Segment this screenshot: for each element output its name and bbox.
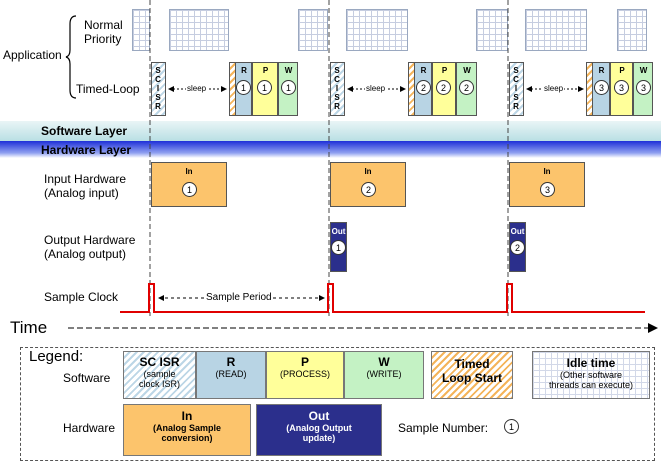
in-label: In: [543, 167, 551, 176]
process-label: P: [619, 66, 625, 75]
sample-number-badge: 3: [540, 182, 555, 197]
hardware-layer-band: [0, 141, 661, 158]
input-hardware-label: Input Hardware (Analog input): [44, 172, 127, 200]
sample-number-badge: 2: [361, 182, 376, 197]
write-label: W: [284, 66, 293, 75]
output-hardware-label: Output Hardware (Analog output): [44, 233, 136, 261]
legend-out: Out (Analog Output update): [256, 404, 382, 456]
sample-number-badge: 2: [510, 240, 525, 255]
sample-number-badge: 2: [436, 80, 451, 95]
idle-time-block: [617, 9, 647, 51]
idle-time-block: [476, 9, 508, 51]
sleep-label: sleep: [186, 84, 208, 93]
legend-title: Legend:: [29, 348, 84, 365]
sample-number-badge: 2: [459, 80, 474, 95]
legend-idle-time: Idle time (Other software threads can ex…: [532, 351, 650, 399]
legend-software-label: Software: [63, 371, 111, 385]
legend-timed-loop-start: Timed Loop Start: [431, 351, 513, 399]
read-label: R: [420, 66, 427, 75]
legend-in: In (Analog Sample conversion): [123, 404, 251, 456]
read-label: R: [241, 66, 247, 75]
write-label: W: [463, 66, 471, 75]
sc-isr-block: [509, 62, 524, 116]
legend-hardware-label: Hardware: [63, 421, 116, 435]
software-layer-band: [0, 121, 661, 141]
sample-number-badge: 3: [594, 80, 609, 95]
legend: [20, 347, 655, 461]
process-label: P: [262, 66, 269, 75]
legend-sample-number-badge: 1: [504, 419, 519, 434]
hardware-layer-label: Hardware Layer: [41, 143, 132, 157]
sc-isr-block: [330, 62, 345, 116]
idle-time-block: [169, 9, 229, 51]
application-label: Application: [3, 48, 62, 62]
process-label: P: [441, 66, 448, 75]
sample-period-label: Sample Period: [205, 292, 273, 303]
sample-number-badge: 1: [257, 80, 272, 95]
sample-clock-label: Sample Clock: [44, 290, 119, 304]
sample-number-badge: 1: [281, 80, 296, 95]
sleep-label: sleep: [543, 84, 565, 93]
out-label: Out: [510, 227, 525, 236]
read-label: R: [598, 66, 605, 75]
idle-time-block: [132, 9, 150, 51]
sample-number-badge: 2: [416, 80, 431, 95]
in-label: In: [364, 167, 372, 176]
timed-loop-label: Timed-Loop: [76, 82, 140, 96]
sample-number-badge: 1: [236, 80, 251, 95]
idle-time-block: [525, 9, 587, 51]
software-layer-label: Software Layer: [41, 124, 128, 138]
in-label: In: [185, 167, 193, 176]
sleep-label: sleep: [365, 84, 387, 93]
legend-read: R (READ): [196, 351, 266, 399]
normal-priority-label: Normal Priority: [84, 18, 123, 46]
idle-time-block: [346, 9, 408, 51]
sc-isr-block: [151, 62, 166, 116]
sample-number-badge: 3: [614, 80, 629, 95]
legend-sample-number-label: Sample Number:: [398, 421, 489, 435]
sample-number-badge: 1: [182, 182, 197, 197]
legend-process: P (PROCESS): [266, 351, 344, 399]
out-label: Out: [331, 227, 346, 236]
write-label: W: [639, 66, 648, 75]
legend-write: W (WRITE): [344, 351, 424, 399]
sample-number-badge: 1: [331, 240, 346, 255]
legend-sc-isr: SC ISR (sample clock ISR): [123, 351, 196, 399]
application-brace-icon: [65, 15, 77, 99]
time-label: Time: [10, 318, 48, 337]
idle-time-block: [298, 9, 328, 51]
sample-number-badge: 3: [636, 80, 651, 95]
